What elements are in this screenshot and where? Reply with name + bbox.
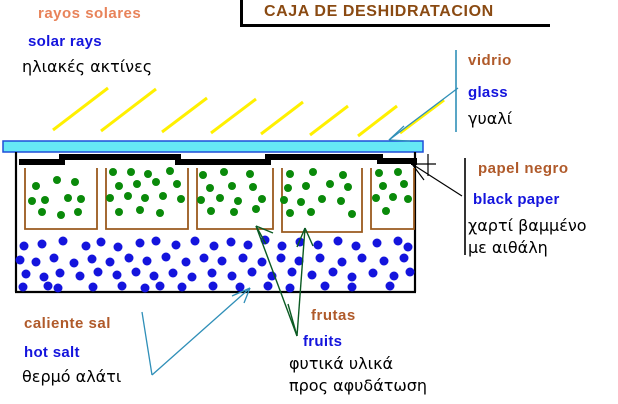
fruit-dots-group — [28, 167, 412, 219]
black-paper-pointer — [411, 154, 463, 197]
label-solar-rays-spanish: rayos solares — [38, 5, 142, 22]
label-black-paper-spanish: papel negro — [478, 160, 569, 177]
solar-ray-3 — [161, 96, 208, 134]
label-glass-spanish: vidrio — [468, 52, 512, 69]
glass-bar — [2, 140, 424, 153]
page-title: CAJA DE DESHIDRATACION — [264, 3, 494, 20]
tray-4 — [281, 168, 363, 233]
solar-rays-group — [52, 86, 445, 138]
solar-ray-7 — [357, 104, 398, 138]
label-fruits-spanish: frutas — [311, 307, 356, 324]
solar-ray-2 — [100, 87, 157, 133]
label-glass-greek: γυαλί — [468, 109, 513, 128]
title-box: CAJA DE DESHIDRATACION — [240, 0, 550, 27]
label-hot-salt-greek: θερμό αλάτι — [22, 367, 122, 386]
fruits-pointer — [255, 225, 314, 337]
label-solar-rays-greek: ηλιακές ακτίνες — [22, 57, 153, 76]
solar-ray-8 — [399, 98, 445, 135]
label-fruits-greek-1: φυτικά υλικά — [289, 354, 394, 373]
label-black-paper-greek-1: χαρτί βαμμένο — [468, 216, 587, 235]
label-hot-salt-spanish: caliente sal — [24, 315, 111, 332]
label-fruits-greek-2: προς αφυδάτωση — [289, 376, 428, 395]
box-outline — [14, 152, 417, 294]
tray-3 — [196, 168, 274, 230]
salt-dots-group — [15, 235, 415, 293]
tray-2 — [105, 168, 189, 230]
label-glass-english: glass — [468, 84, 508, 101]
trays-group — [24, 168, 415, 233]
solar-ray-5 — [260, 100, 304, 136]
label-black-paper-english: black paper — [473, 191, 560, 208]
tray-1 — [24, 168, 98, 230]
solar-ray-1 — [52, 86, 109, 132]
label-fruits-english: fruits — [303, 333, 343, 350]
hot-salt-pointer — [141, 287, 251, 376]
tray-5 — [370, 168, 415, 230]
solar-ray-4 — [210, 97, 257, 135]
glass-pointer — [388, 87, 459, 142]
label-hot-salt-english: hot salt — [24, 344, 80, 361]
black-paper-layer — [19, 154, 417, 165]
label-black-paper-greek-2: με αιθάλη — [468, 238, 548, 257]
solar-ray-6 — [309, 104, 349, 137]
label-solar-rays-english: solar rays — [28, 33, 102, 50]
